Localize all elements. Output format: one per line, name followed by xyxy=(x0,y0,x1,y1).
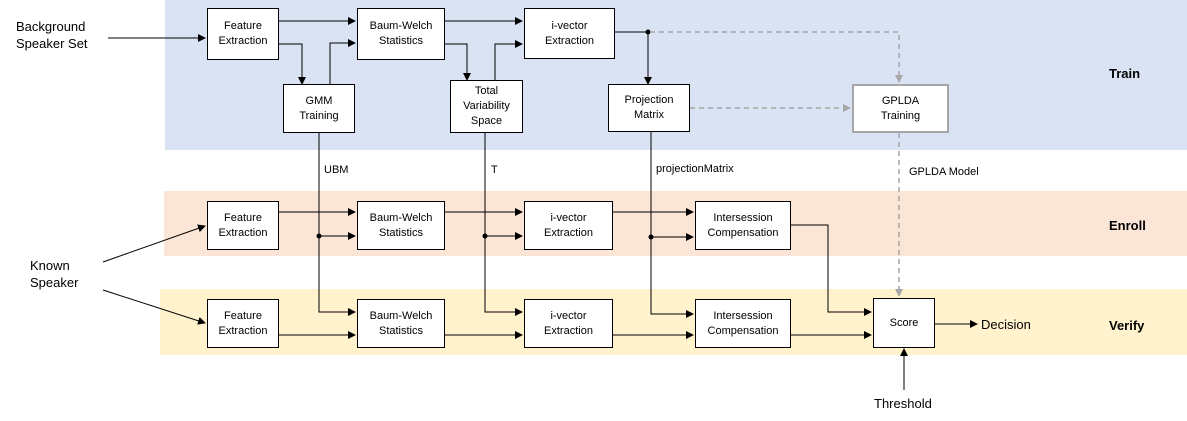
arrow-ivector-to-gplda xyxy=(650,31,903,83)
enroll-stage-band xyxy=(164,191,1187,256)
ubm-link-label: UBM xyxy=(324,164,349,176)
train-feature-extraction-box: Feature Extraction xyxy=(207,8,279,60)
verify-stage-label: Verify xyxy=(1109,318,1145,333)
total-variability-space-box: Total Variability Space xyxy=(450,80,523,133)
verify-ivector-extraction-box: i-vector Extraction xyxy=(524,299,613,348)
arrow-t-to-verify-ivector xyxy=(484,133,523,316)
arrow-enroll-comp-to-score xyxy=(791,224,872,316)
gmm-training-box: GMM Training xyxy=(283,84,355,133)
gplda-training-box: GPLDA Training xyxy=(852,84,949,133)
arrow-known-to-enroll-feature xyxy=(102,224,206,263)
verify-baum-welch-box: Baum-Welch Statistics xyxy=(357,299,445,348)
junction-dot xyxy=(482,233,488,239)
projection-matrix-box: Projection Matrix xyxy=(608,84,690,132)
junction-dot xyxy=(316,233,322,239)
junction-dot xyxy=(645,29,651,35)
enroll-baum-welch-box: Baum-Welch Statistics xyxy=(357,201,445,250)
model-feed-connectors xyxy=(318,132,694,318)
arrow-baum-to-tvs xyxy=(445,43,471,81)
arrow-gmm-to-baum xyxy=(329,39,356,84)
enroll-stage-label: Enroll xyxy=(1109,218,1146,233)
enroll-intersession-compensation-box: Intersession Compensation xyxy=(695,201,791,250)
projection-matrix-link-label: projectionMatrix xyxy=(656,163,734,175)
arrow-ubm-to-verify-baum xyxy=(318,133,356,316)
verify-connectors xyxy=(102,289,978,390)
enroll-connectors xyxy=(102,208,872,316)
arrow-tvs-to-ivector xyxy=(494,40,523,80)
enroll-feature-extraction-box: Feature Extraction xyxy=(207,201,279,250)
known-speaker-label: Known Speaker xyxy=(30,258,79,290)
train-stage-label: Train xyxy=(1109,66,1141,81)
gplda-model-link-label: GPLDA Model xyxy=(909,166,979,178)
t-link-label: T xyxy=(491,164,498,176)
arrow-projection-to-verify-comp xyxy=(650,132,694,318)
threshold-label: Threshold xyxy=(874,396,932,411)
gplda-connectors xyxy=(650,31,903,297)
verify-intersession-compensation-box: Intersession Compensation xyxy=(695,299,791,348)
train-ivector-extraction-box: i-vector Extraction xyxy=(524,8,615,59)
score-box: Score xyxy=(873,298,935,348)
verify-stage-band xyxy=(160,289,1187,355)
enroll-ivector-extraction-box: i-vector Extraction xyxy=(524,201,613,250)
train-baum-welch-box: Baum-Welch Statistics xyxy=(357,8,445,60)
junction-dot xyxy=(648,234,654,240)
verify-feature-extraction-box: Feature Extraction xyxy=(207,299,279,348)
decision-label: Decision xyxy=(981,317,1031,332)
arrow-ivector-to-projection xyxy=(615,31,652,85)
background-speaker-set-label: Background Speaker Set xyxy=(16,19,88,51)
arrow-known-to-verify-feature xyxy=(102,289,206,325)
arrow-feature-to-gmm xyxy=(279,43,306,85)
